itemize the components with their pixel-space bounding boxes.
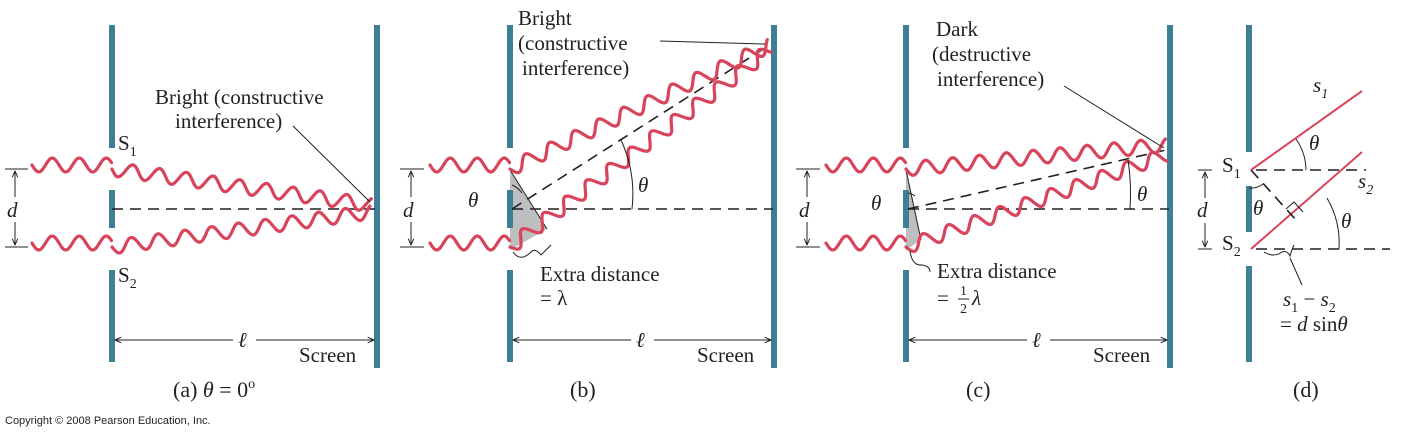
panel-c-extra-denominator: 2 (960, 302, 967, 317)
panel-a-d-label: d (7, 198, 18, 222)
panel-b-label-line2: (constructive (518, 31, 628, 55)
panel-c-theta-arc-right (1127, 159, 1132, 210)
panel-b-d-label: d (403, 198, 414, 222)
panel-a-s2-label: S2 (118, 263, 137, 292)
panel-c-theta-left: θ (871, 191, 881, 215)
panel-b-wave-lower (428, 47, 773, 252)
panel-c-screen-label: Screen (1093, 343, 1151, 367)
panel-d-S1-label: S1 (1222, 153, 1241, 182)
panel-b-wave-upper (428, 38, 769, 175)
panel-c-angled-axis (907, 149, 1167, 210)
panel-c-d-label: d (799, 198, 810, 222)
panel-b-angled-axis (511, 45, 769, 210)
panel-b-caption: (b) (570, 377, 596, 402)
panel-d-s2-label: s2 (1358, 169, 1373, 198)
panel-d-theta-right: θ (1341, 209, 1351, 233)
panel-a-label-leader (292, 125, 371, 203)
panel-d-ray-s1 (1250, 90, 1363, 171)
panel-b-extra-line2: = λ (540, 286, 568, 310)
panel-c-extra-distance-wedge (906, 170, 921, 250)
panel-c-wave-lower (824, 150, 1169, 254)
panel-d-right-angle-mark (1285, 201, 1304, 213)
panel-b: Bright (constructive interference) θ θ E… (400, 6, 777, 402)
panel-b-extra-distance-wedge (510, 170, 547, 250)
panel-d-S2-label: S2 (1222, 231, 1241, 260)
panel-c-extra-eq: = (937, 286, 949, 310)
panel-d-theta-mid: θ (1253, 196, 1263, 220)
panel-b-extra-brace (512, 244, 552, 258)
panel-b-theta-right: θ (638, 173, 648, 197)
panel-b-theta-arc-left (511, 184, 523, 194)
panel-b-theta-arc-right (620, 139, 634, 210)
panel-c-label-leader (1063, 85, 1165, 149)
panel-a-caption: (a) θ = 0o (173, 377, 255, 402)
panel-d-theta-arc-right (1326, 197, 1340, 250)
panel-c-theta-arc-left (907, 192, 916, 197)
panel-d-diff-leader (1289, 257, 1303, 286)
panel-c-extra-brace (909, 250, 931, 273)
panel-c-label-line3: interference) (937, 67, 1044, 91)
panel-a-ell-label: ℓ (238, 328, 247, 352)
panel-d: s1 s2 θ θ θ S1 S2 d s1 − s2 = d sinθ (d) (1197, 25, 1390, 402)
panel-c-extra-numerator: 1 (960, 284, 967, 299)
panel-c-wave-upper (824, 137, 1167, 177)
panel-c-caption: (c) (966, 377, 990, 402)
panel-d-diff-line2: = d sinθ (1280, 312, 1348, 336)
panel-d-diff-line1: s1 − s2 (1283, 287, 1336, 316)
panel-c-extra-line1: Extra distance (937, 259, 1057, 283)
panel-b-ell-label: ℓ (636, 328, 645, 352)
panel-c-extra-lambda: λ (971, 286, 981, 310)
panel-d-theta-arc-mid (1248, 183, 1264, 189)
panel-a: Bright (constructive interference) S1 S2… (5, 25, 380, 402)
panel-c-label-line2: (destructive (932, 42, 1031, 66)
copyright-notice: Copyright © 2008 Pearson Education, Inc. (5, 415, 211, 427)
panel-b-theta-left: θ (468, 188, 478, 212)
panel-d-theta-arc-top (1295, 138, 1307, 171)
panel-a-screen-label: Screen (299, 343, 357, 367)
panel-d-theta-top: θ (1309, 131, 1319, 155)
panel-a-wave-upper (30, 156, 373, 212)
panel-b-extra-line1: Extra distance (540, 262, 660, 286)
panel-d-ray-s2 (1250, 151, 1363, 250)
panel-b-screen-label: Screen (697, 343, 755, 367)
panel-c-perpendicular (905, 169, 922, 241)
panel-c-label-line1: Dark (936, 17, 978, 41)
panel-d-diff-brace (1263, 244, 1295, 258)
panel-a-bright-label-line1: Bright (constructive (155, 85, 324, 109)
panel-d-s1-label: s1 (1313, 73, 1328, 102)
panel-a-s1-label: S1 (118, 131, 137, 160)
panel-c-ell-label: ℓ (1032, 328, 1041, 352)
panel-a-wave-lower (30, 204, 372, 255)
panel-d-d-label: d (1197, 198, 1208, 222)
panel-c: Dark (destructive interference) θ θ Extr… (796, 17, 1173, 402)
panel-b-label-line1: Bright (518, 6, 572, 30)
panel-d-perpendicular (1250, 169, 1297, 221)
panel-b-label-leader (659, 40, 766, 45)
panel-b-label-line3: interference) (522, 56, 629, 80)
panel-a-bright-label-line2: interference) (175, 109, 282, 133)
panel-d-caption: (d) (1293, 377, 1319, 402)
panel-c-theta-right: θ (1137, 182, 1147, 206)
